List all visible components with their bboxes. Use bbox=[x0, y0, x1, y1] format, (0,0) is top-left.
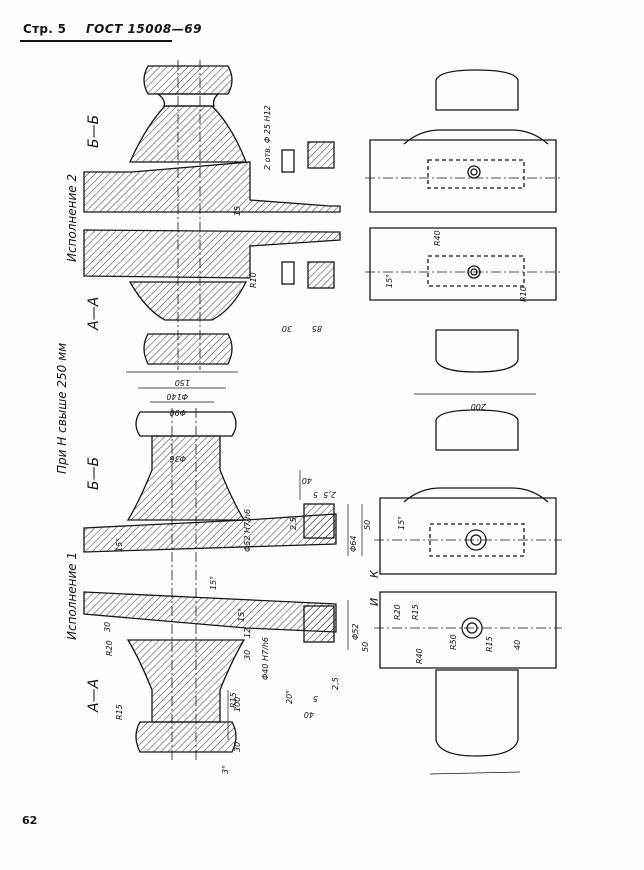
dim-r20-a: R20 bbox=[393, 604, 402, 620]
dim-30-a: 30 bbox=[103, 622, 112, 632]
dim-angle3: 3° bbox=[221, 765, 230, 774]
dim-5-b: 5 bbox=[313, 694, 318, 703]
dim-100: 100 bbox=[233, 697, 242, 712]
dim-150: 150 bbox=[175, 378, 190, 387]
dim-85: 85 bbox=[312, 324, 322, 333]
lower-knob-top bbox=[135, 411, 237, 437]
folio-number: 62 bbox=[22, 814, 38, 827]
dim-15-d: 15° bbox=[237, 608, 246, 622]
dim-angle15-upper: 15° bbox=[385, 274, 394, 288]
upper-section-drawing bbox=[83, 60, 341, 370]
dim-90: Φ90 bbox=[170, 408, 186, 417]
dim-15-b: 15° bbox=[397, 516, 406, 530]
upper-knob bbox=[143, 65, 233, 95]
dim-r15-b: R15 bbox=[485, 636, 494, 652]
dim-30-upper: 30 bbox=[282, 324, 292, 333]
dim-angle20: 20° bbox=[285, 690, 294, 704]
lower-boss-bottom bbox=[126, 639, 246, 723]
lower-plate-aa bbox=[83, 591, 337, 633]
dim-r15-c: R15 bbox=[115, 704, 124, 720]
dim-64: Φ64 bbox=[349, 536, 358, 552]
note-h-over-250: При Н свыше 250 мм bbox=[55, 343, 69, 474]
dimension-lines bbox=[126, 371, 363, 740]
lower-plan-view bbox=[374, 393, 562, 775]
upper-boss bbox=[128, 105, 247, 163]
title-section-bb-bottom: Б—Б bbox=[86, 457, 102, 490]
dim-15-upper: 15 bbox=[233, 206, 242, 216]
header-rule bbox=[20, 40, 172, 42]
dim-140: Φ140 bbox=[166, 392, 188, 401]
dim-25-a: 2,5 bbox=[323, 490, 336, 499]
dim-200: 200 bbox=[471, 402, 486, 411]
dim-52-a: Φ52 Н7/h6 bbox=[243, 509, 252, 552]
dim-40-b: 40 bbox=[513, 640, 522, 650]
dim-r40-upper: R40 bbox=[433, 230, 442, 246]
dim-36: Φ36 bbox=[170, 454, 186, 463]
dim-r15-a: R15 bbox=[411, 604, 420, 620]
dim-holes-label: 2 отв. Φ 25 Н12 bbox=[263, 105, 272, 170]
dim-15-a: 15° bbox=[115, 538, 124, 552]
dim-12: 12 bbox=[243, 628, 252, 638]
lower-section-drawing bbox=[83, 408, 337, 760]
dim-r40-b: R40 bbox=[415, 648, 424, 664]
upper-bushing bbox=[307, 141, 335, 169]
lower-bushing-bottom bbox=[303, 605, 335, 643]
dim-r10-a: R10 bbox=[249, 272, 258, 288]
lower-plate-bb bbox=[83, 513, 337, 553]
dim-40-a: 40 bbox=[302, 476, 312, 485]
lower-knob-bottom bbox=[135, 721, 237, 753]
dim-40h7: Φ40 Н7/h6 bbox=[261, 637, 270, 680]
lower-boss-top bbox=[126, 435, 246, 521]
dim-r50: R50 bbox=[449, 634, 458, 650]
upper-plate-aa bbox=[83, 229, 341, 279]
dim-40-c: 40 bbox=[304, 710, 314, 719]
lower-bushing-top bbox=[303, 503, 335, 539]
title-section-aa-top: А—А bbox=[86, 297, 102, 331]
title-variant-2: Исполнение 2 bbox=[65, 174, 79, 262]
upper-bushing-2 bbox=[307, 261, 335, 289]
title-variant-1: Исполнение 1 bbox=[65, 552, 79, 640]
dim-25-b: 2,5 bbox=[289, 517, 298, 530]
dim-30-c: 30 bbox=[233, 742, 242, 752]
upper-boss-lower bbox=[128, 281, 248, 321]
upper-knob-lower bbox=[143, 333, 233, 365]
mark-k: К bbox=[368, 569, 381, 578]
dim-50-b: 50 bbox=[361, 642, 370, 652]
dim-50-a: 50 bbox=[363, 520, 372, 530]
dim-25-c: 2,5 bbox=[331, 677, 340, 690]
dim-15-c: 15° bbox=[209, 576, 218, 590]
dim-52-b: Φ52 bbox=[351, 624, 360, 640]
standard-designation: ГОСТ 15008—69 bbox=[86, 22, 202, 36]
title-section-bb-top: Б—Б bbox=[86, 115, 102, 148]
dim-30-b: 30 bbox=[243, 650, 252, 660]
mark-i: И bbox=[368, 598, 381, 606]
page-number-header: Стр. 5 bbox=[23, 22, 67, 36]
upper-plan-view bbox=[365, 69, 562, 373]
dim-r20-b: R20 bbox=[105, 640, 114, 656]
dim-r10-b: R10 bbox=[519, 286, 528, 302]
title-section-aa-bottom: А—А bbox=[86, 679, 102, 713]
dim-5-a: 5 bbox=[313, 490, 318, 499]
upper-knob-neck bbox=[156, 93, 220, 107]
upper-plate-bb bbox=[83, 161, 341, 213]
dim-r15-d: R15 bbox=[229, 692, 238, 708]
